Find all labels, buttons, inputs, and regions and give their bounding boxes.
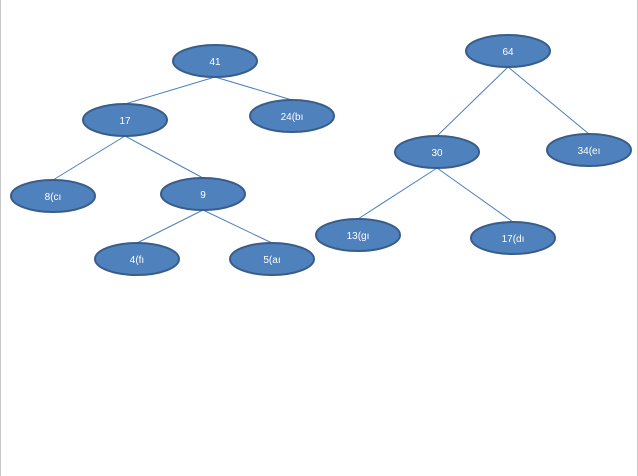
- node-ellipse: [394, 135, 480, 169]
- node-label: 9: [200, 190, 206, 201]
- node-ellipse: [160, 177, 246, 211]
- tree-node-n30: 30: [394, 135, 480, 169]
- node-ellipse: [94, 242, 180, 276]
- edge-n64-n34e: [507, 66, 590, 135]
- node-label: 13(gı: [347, 231, 370, 242]
- node-ellipse: [465, 34, 551, 68]
- node-label: 24(bı: [281, 112, 304, 123]
- node-ellipse: [315, 218, 401, 252]
- tree-edges: [52, 66, 590, 244]
- edge-n17-n8c: [52, 135, 126, 181]
- tree-node-n9: 9: [160, 177, 246, 211]
- tree-node-n17: 17: [82, 103, 168, 137]
- node-ellipse: [172, 44, 258, 78]
- tree-node-n41: 41: [172, 44, 258, 78]
- edge-n30-n17d: [436, 167, 514, 223]
- node-label: 64: [502, 47, 514, 58]
- node-label: 41: [209, 57, 221, 68]
- edge-n41-n17: [124, 76, 216, 105]
- node-label: 34(eı: [578, 146, 601, 157]
- node-ellipse: [10, 179, 96, 213]
- tree-node-n13g: 13(gı: [315, 218, 401, 252]
- node-label: 4(fı: [130, 255, 144, 266]
- edge-n9-n4f: [136, 209, 204, 244]
- edge-n17-n9: [124, 135, 204, 179]
- node-label: 17(dı: [502, 234, 525, 245]
- node-ellipse: [82, 103, 168, 137]
- node-ellipse: [249, 99, 335, 133]
- edge-n9-n5a: [202, 209, 273, 244]
- node-ellipse: [546, 133, 632, 167]
- node-ellipse: [470, 221, 556, 255]
- tree-node-n24b: 24(bı: [249, 99, 335, 133]
- tree-node-n17d: 17(dı: [470, 221, 556, 255]
- node-ellipse: [229, 242, 315, 276]
- tree-node-n34e: 34(eı: [546, 133, 632, 167]
- node-label: 30: [431, 148, 443, 159]
- node-label: 17: [119, 116, 131, 127]
- tree-node-n4f: 4(fı: [94, 242, 180, 276]
- tree-node-n8c: 8(cı: [10, 179, 96, 213]
- edge-n64-n30: [436, 66, 509, 137]
- node-label: 8(cı: [45, 192, 62, 203]
- tree-node-n64: 64: [465, 34, 551, 68]
- node-label: 5(aı: [263, 255, 280, 266]
- tree-node-n5a: 5(aı: [229, 242, 315, 276]
- edge-n41-n24b: [214, 76, 293, 101]
- tree-nodes: 41 17 24(bı 8(cı 9 4(fı 5(aı 64 30 34(eı 13(gı 17(d…: [10, 34, 632, 276]
- edge-n30-n13g: [357, 167, 438, 220]
